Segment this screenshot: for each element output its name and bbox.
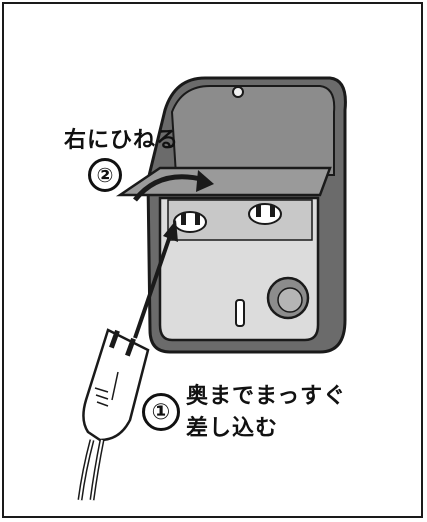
power-plug (77, 328, 150, 501)
mount-hole (232, 86, 244, 98)
drain-slot (235, 299, 245, 327)
step2-number-badge: ② (88, 158, 122, 192)
step1-label-line1: 奥までまっすぐ (186, 384, 347, 409)
step2-label: 右にひねる (64, 128, 180, 153)
socket-right (248, 203, 282, 225)
lid-front-lip (115, 166, 332, 197)
screw-knob (266, 276, 310, 320)
insert-arrow (133, 229, 174, 339)
step1-number-badge: ① (142, 393, 180, 431)
outlet-lid (170, 85, 336, 176)
socket-left (173, 211, 207, 233)
twist-arrow (133, 174, 206, 202)
step1-label-line2: 差し込む (186, 416, 279, 441)
